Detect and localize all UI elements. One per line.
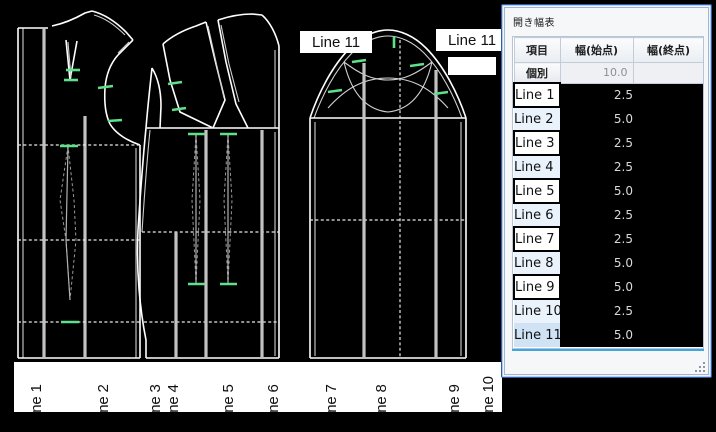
individual-start-value[interactable]: 10.0 [559,62,634,84]
row-width-end-cell[interactable] [633,131,703,155]
axis-label-line-3: Line 3 [147,384,164,412]
row-width-end-cell[interactable] [633,107,703,131]
axis-label-line-2: Line 2 [95,384,112,412]
callout-right-label: Line 11 [447,31,497,49]
row-name-cell[interactable]: Line 11 [514,323,560,347]
column-header-width-start[interactable]: 幅(始点) [559,37,634,63]
row-width-end-cell[interactable] [633,275,703,299]
row-width-end-cell[interactable] [633,83,703,107]
callout-blank [448,57,496,75]
grid-bottom-accent [512,349,704,351]
row-width-end-cell[interactable] [633,203,703,227]
row-name-cell[interactable]: Line 1 [513,82,561,108]
row-width-start-cell[interactable]: 5.0 [560,251,633,275]
row-name-cell[interactable]: Line 9 [513,274,561,300]
row-width-start-cell[interactable]: 2.5 [560,155,633,179]
callout-line-11-right: Line 11 [436,29,508,51]
axis-label-line-6: Line 6 [265,384,282,412]
axis-label-line-7: Line 7 [323,384,340,412]
column-header-item[interactable]: 項目 [513,37,561,63]
row-width-end-cell[interactable] [633,155,703,179]
individual-label: 個別 [513,62,561,84]
row-name-cell[interactable]: Line 4 [514,155,560,179]
axis-label-strip: Line 1 Line 2 Line 3 Line 4 Line 5 Line … [14,362,502,412]
axis-label-line-10: Line 10 [480,376,497,412]
row-width-start-cell[interactable]: 2.5 [560,131,633,155]
row-name-cell[interactable]: Line 10 [514,299,560,323]
row-name-cell[interactable]: Line 6 [514,203,560,227]
row-name-cell[interactable]: Line 5 [513,178,561,204]
resize-grip-icon[interactable] [692,359,705,372]
row-width-start-cell[interactable]: 2.5 [560,299,633,323]
dialog-title: 開き幅表 [513,18,555,29]
axis-label-line-9: Line 9 [446,384,463,412]
individual-end-value[interactable] [632,62,703,84]
axis-label-line-4: Line 4 [165,384,182,412]
sleeve-piece [309,29,467,359]
row-width-end-cell[interactable] [633,299,703,323]
row-width-start-cell[interactable]: 5.0 [560,107,633,131]
row-name-cell[interactable]: Line 8 [514,251,560,275]
axis-label-line-5: Line 5 [220,384,237,412]
axis-label-line-1: Line 1 [28,384,45,412]
back-bodice-piece [17,10,142,359]
row-width-end-cell[interactable] [633,179,703,203]
row-width-start-cell[interactable]: 2.5 [560,227,633,251]
row-width-start-cell[interactable]: 5.0 [560,275,633,299]
row-name-cell[interactable]: Line 3 [513,130,561,156]
callout-line-11-left: Line 11 [300,31,372,53]
dialog-inner-frame: 開き幅表 項目 幅(始点) 幅(終点) 個別 10.0 [504,7,709,375]
row-name-cell[interactable]: Line 2 [514,107,560,131]
axis-label-line-8: Line 8 [373,384,390,412]
row-width-start-cell[interactable]: 2.5 [560,83,633,107]
row-width-end-cell[interactable] [633,227,703,251]
opening-width-table-dialog[interactable]: 開き幅表 項目 幅(始点) 幅(終点) 個別 10.0 [501,4,712,378]
row-width-end-cell[interactable] [633,251,703,275]
row-name-cell[interactable]: Line 7 [513,226,561,252]
front-bodice-piece [136,13,280,359]
column-header-width-end[interactable]: 幅(終点) [632,37,703,63]
row-width-start-cell[interactable]: 5.0 [560,323,633,347]
callout-left-label: Line 11 [311,33,361,51]
row-width-start-cell[interactable]: 2.5 [560,203,633,227]
table-row-individual[interactable]: 個別 10.0 [513,62,703,84]
row-width-end-cell[interactable] [633,323,703,347]
row-width-start-cell[interactable]: 5.0 [560,179,633,203]
table-header-row: 項目 幅(始点) 幅(終点) [513,37,703,63]
